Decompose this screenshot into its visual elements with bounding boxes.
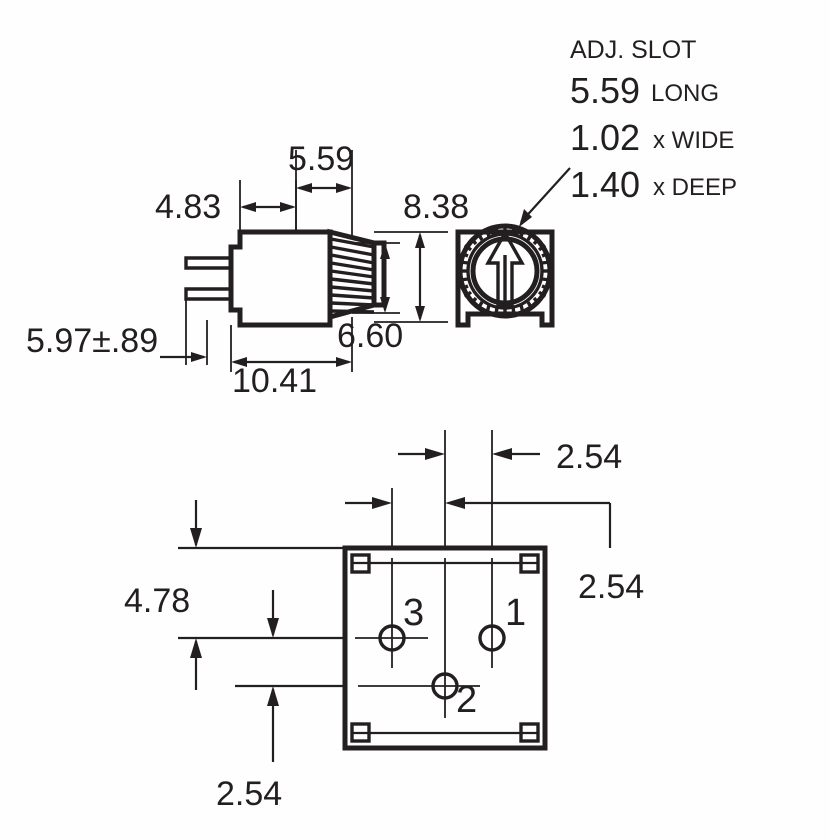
arrow-1041-right xyxy=(336,357,352,367)
arrow-478-top xyxy=(190,528,202,548)
dial-knurl-teeth xyxy=(459,226,551,316)
arrow-559-right xyxy=(336,183,352,193)
callout-heading: ADJ. SLOT xyxy=(570,36,696,64)
pin-label-2: 2 xyxy=(456,679,477,721)
callout-leader-line xyxy=(520,167,571,223)
dim-label-254-right: 2.54 xyxy=(578,568,644,606)
dial-slot-arrow-indicator xyxy=(485,229,525,307)
dim-label-1041: 10.41 xyxy=(232,362,317,400)
dim-label-559: 5.59 xyxy=(288,140,354,178)
arrow-top-chain-right xyxy=(492,448,512,460)
dim-label-478: 4.78 xyxy=(124,582,190,620)
dial-knurl-spokes xyxy=(459,226,551,316)
arrow-660-bottom xyxy=(380,297,390,313)
dim-label-597: 5.97±.89 xyxy=(26,322,158,360)
arrow-483-right xyxy=(280,202,296,212)
callout-unit-deep: x DEEP xyxy=(653,174,737,201)
arrow-478-bottom xyxy=(190,638,202,658)
arrow-838-bottom xyxy=(415,306,425,322)
arrow-254-bottom-upper xyxy=(267,618,279,638)
arrow-597 xyxy=(191,352,207,362)
arrow-838-top xyxy=(415,232,425,248)
arrow-top-chain-left xyxy=(425,448,445,460)
side-view-lead-upper xyxy=(184,256,233,270)
callout-unit-long: LONG xyxy=(651,80,719,107)
pin1-hole xyxy=(478,624,506,652)
dim-label-483: 4.83 xyxy=(155,188,221,226)
dim-label-660: 6.60 xyxy=(337,317,403,355)
callout-unit-wide: x WIDE xyxy=(653,127,734,154)
arrow-second-chain-left xyxy=(372,497,392,509)
pin3-hole xyxy=(378,624,406,652)
pin2-hole xyxy=(431,672,459,700)
arrow-second-chain-right xyxy=(445,497,465,509)
callout-value-long: 5.59 xyxy=(570,70,640,111)
arrow-254-bottom-lower xyxy=(267,686,279,706)
callout-leader-arrowhead xyxy=(519,209,532,227)
arrow-660-top xyxy=(380,243,390,259)
callout-value-wide: 1.02 xyxy=(570,117,640,158)
arrow-483-left xyxy=(240,202,256,212)
dim-label-254-bottom: 2.54 xyxy=(216,775,282,813)
callout-value-deep: 1.40 xyxy=(570,164,640,205)
side-view-knurl-hatching xyxy=(330,237,375,314)
adj-slot-callout: ADJ. SLOT 5.59 LONG 1.02 x WIDE 1.40 x D… xyxy=(519,36,737,227)
pin-label-1: 1 xyxy=(505,592,526,634)
arrow-1041-left xyxy=(231,357,247,367)
front-view-housing xyxy=(455,229,555,328)
dim-label-838: 8.38 xyxy=(403,188,469,226)
arrow-559-left xyxy=(296,183,312,193)
front-view-group xyxy=(455,223,555,328)
pin-label-3: 3 xyxy=(403,592,424,634)
bottom-view-group: 3 2 1 2.54 2.54 4.78 xyxy=(124,430,644,813)
side-view-group: 4.83 5.59 6.60 8.38 5.97±.89 1 xyxy=(26,140,469,400)
dim-label-254-top: 2.54 xyxy=(556,438,622,476)
